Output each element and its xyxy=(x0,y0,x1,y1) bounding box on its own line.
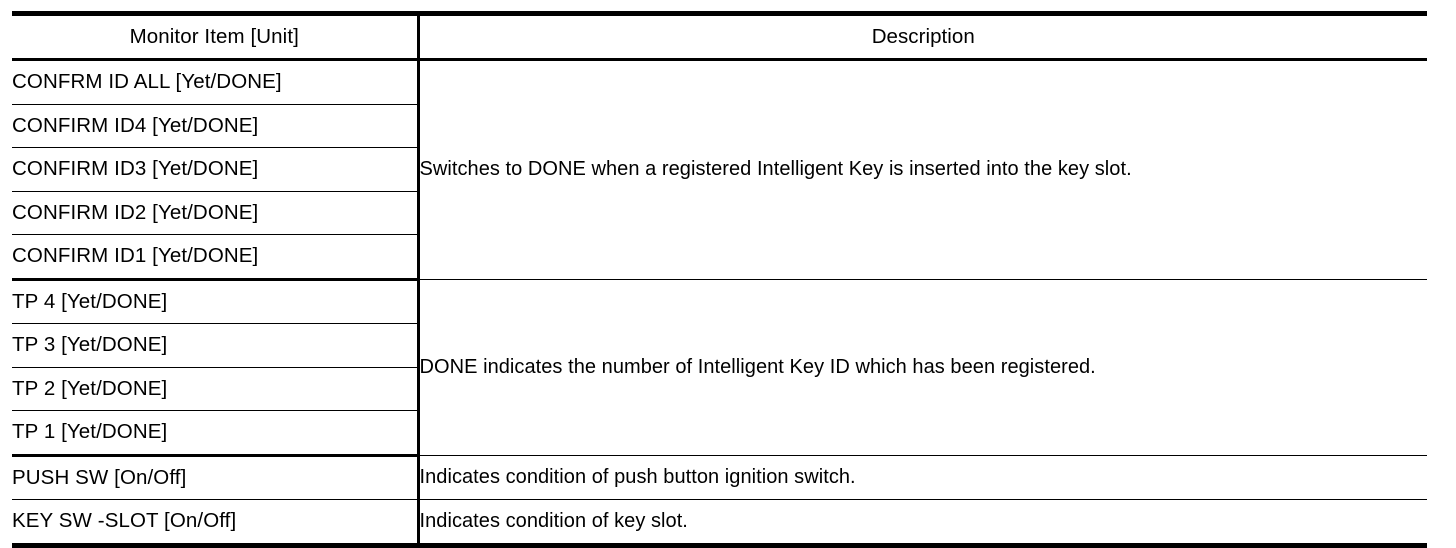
table-body: CONFRM ID ALL [Yet/DONE] Switches to DON… xyxy=(12,59,1427,548)
description-cell: DONE indicates the number of Intelligent… xyxy=(418,279,1427,456)
table-row: CONFIRM ID2 [Yet/DONE] xyxy=(12,191,1427,235)
monitor-item-cell: PUSH SW [On/Off] xyxy=(12,455,420,500)
description-cell: Indicates condition of push button ignit… xyxy=(418,455,1427,500)
table-row: PUSH SW [On/Off] Indicates condition of … xyxy=(12,455,1427,500)
monitor-item-cell: TP 2 [Yet/DONE] xyxy=(12,367,420,411)
table-row: CONFIRM ID3 [Yet/DONE] xyxy=(12,147,1427,192)
description-cell: Switches to DONE when a registered Intel… xyxy=(418,59,1427,280)
monitor-item-cell: CONFRM ID ALL [Yet/DONE] xyxy=(12,59,420,105)
table-row: CONFRM ID ALL [Yet/DONE] Switches to DON… xyxy=(12,59,1427,280)
column-header-description: Description xyxy=(418,11,1427,61)
monitor-item-cell: CONFIRM ID3 [Yet/DONE] xyxy=(12,147,420,192)
table-row: CONFIRM ID4 [Yet/DONE] xyxy=(12,104,1427,148)
monitor-item-cell: KEY SW -SLOT [On/Off] xyxy=(12,499,420,548)
monitor-item-cell: CONFIRM ID2 [Yet/DONE] xyxy=(12,191,420,235)
table-row: CONFIRM ID1 [Yet/DONE] xyxy=(12,234,1427,281)
column-header-monitor-item: Monitor Item [Unit] xyxy=(12,11,420,61)
table-row: TP 4 [Yet/DONE] DONE indicates the numbe… xyxy=(12,279,1427,456)
monitor-item-table: Monitor Item [Unit] Description CONFRM I… xyxy=(12,11,1427,548)
monitor-item-cell: TP 1 [Yet/DONE] xyxy=(12,410,420,457)
monitor-item-cell: CONFIRM ID1 [Yet/DONE] xyxy=(12,234,420,281)
table-row: TP 2 [Yet/DONE] xyxy=(12,367,1427,411)
monitor-item-cell: CONFIRM ID4 [Yet/DONE] xyxy=(12,104,420,148)
table-row: KEY SW -SLOT [On/Off] Indicates conditio… xyxy=(12,499,1427,548)
description-cell: Indicates condition of key slot. xyxy=(418,499,1427,548)
monitor-item-cell: TP 3 [Yet/DONE] xyxy=(12,323,420,368)
monitor-item-cell: TP 4 [Yet/DONE] xyxy=(12,279,420,324)
table-header: Monitor Item [Unit] Description xyxy=(12,11,1427,61)
table-row: TP 3 [Yet/DONE] xyxy=(12,323,1427,368)
table-header-row: Monitor Item [Unit] Description xyxy=(12,11,1427,61)
table-row: TP 1 [Yet/DONE] xyxy=(12,410,1427,457)
